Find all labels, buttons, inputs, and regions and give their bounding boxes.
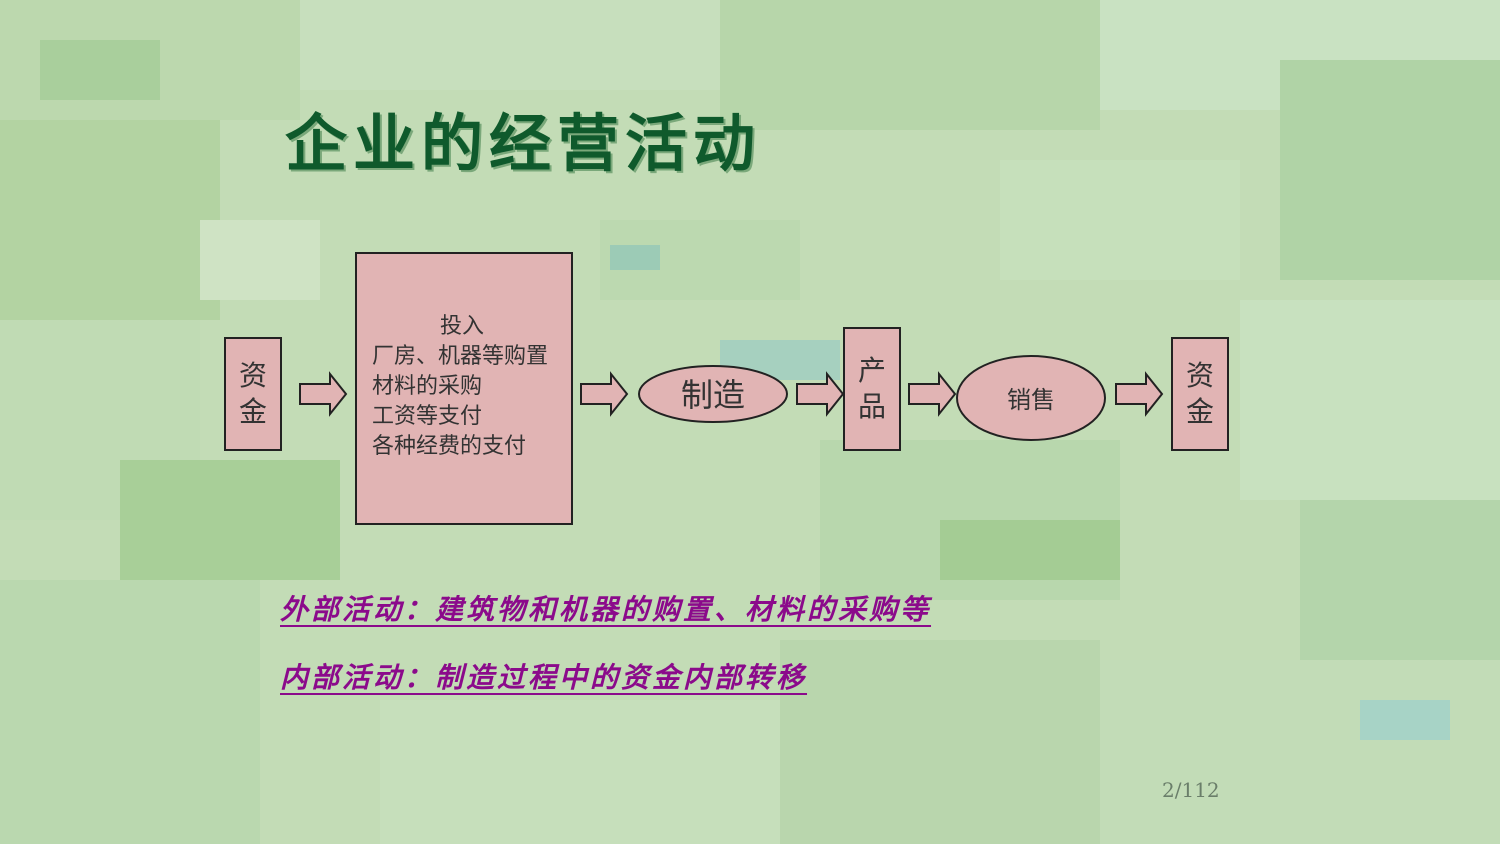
inputs-box	[355, 252, 573, 525]
inputs-item: 工资等支付	[372, 404, 483, 429]
manufacture-node	[638, 365, 788, 423]
arrow-manufacture-to-product	[796, 371, 845, 417]
arrow-capital-to-inputs	[299, 371, 348, 417]
inputs-heading: 投入	[439, 314, 484, 339]
internal-activity-note: 内部活动：制造过程中的资金内部转移	[280, 661, 808, 694]
product-label: 产 品	[857, 354, 886, 423]
inputs-box-text: 投入 厂房、机器等购置 材料的采购 工资等支付 各种经费的支付	[372, 312, 572, 462]
sales-label: 销售	[1007, 386, 1055, 414]
manufacture-label: 制造	[680, 376, 745, 414]
sales-node	[956, 355, 1106, 441]
end-capital-node	[1171, 337, 1229, 451]
slide-title: 企业的经营活动	[285, 107, 762, 180]
end-capital-label: 资 金	[1185, 359, 1214, 428]
inputs-item: 材料的采购	[372, 374, 483, 399]
inputs-item: 各种经费的支付	[372, 434, 527, 459]
start-capital-node	[224, 337, 282, 451]
arrow-sales-to-capital	[1115, 371, 1164, 417]
arrow-product-to-sales	[908, 371, 957, 417]
page-number: 2/112	[1162, 778, 1220, 802]
external-activity-note: 外部活动：建筑物和机器的购置、材料的采购等	[280, 593, 932, 626]
arrow-inputs-to-manufacture	[580, 371, 629, 417]
product-node	[843, 327, 901, 451]
start-capital-label: 资 金	[238, 359, 267, 428]
inputs-item: 厂房、机器等购置	[372, 344, 549, 369]
